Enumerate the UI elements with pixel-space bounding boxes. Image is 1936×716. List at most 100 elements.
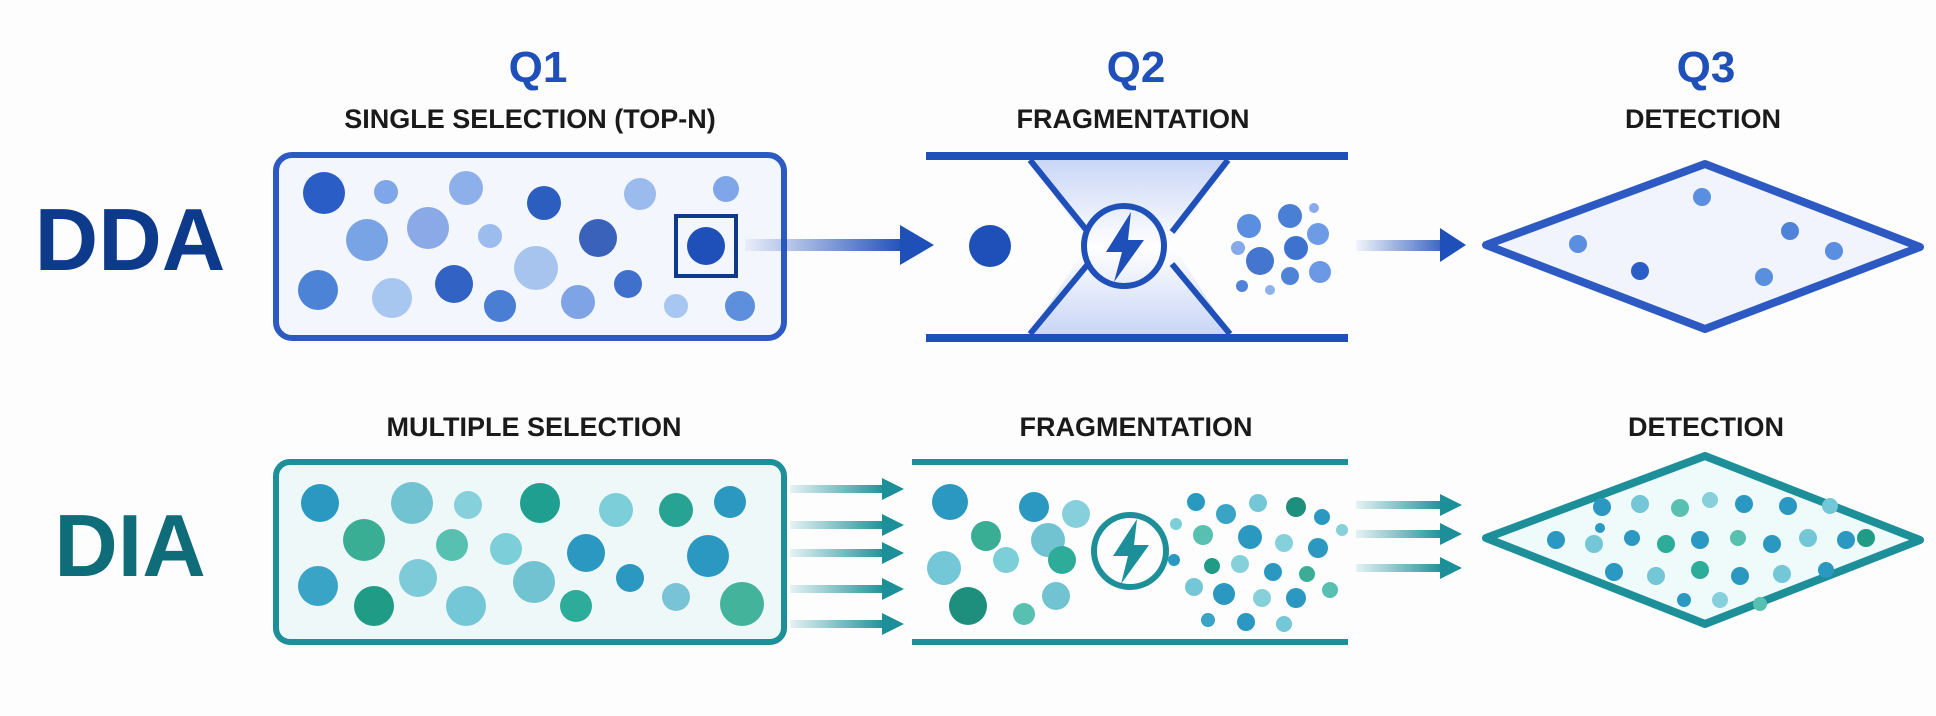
fragment-dot [1187,493,1205,511]
dia-arrow-shaft [1356,501,1444,509]
ion-dot [513,561,555,603]
fragment-dot [1281,267,1299,285]
ion-dot [714,486,746,518]
lightning-bolt-icon [1081,203,1167,289]
fragment-dot [1307,223,1329,245]
ion-dot [301,484,339,522]
dia-detection-title: DETECTION [1628,412,1784,442]
fragment-dot [949,587,987,625]
detected-dot [1799,529,1817,547]
fragment-dot [1322,582,1338,598]
fragment-dot [1286,588,1306,608]
fragment-dot [932,484,968,520]
fragment-dot [1013,603,1035,625]
fragment-dot [1237,613,1255,631]
dia-selection-title: MULTIPLE SELECTION [387,412,682,442]
dda-ion-dots [298,171,755,322]
fragment-dot [1264,563,1282,581]
dia-ion-dots [298,482,764,626]
fragment-dot [1246,247,1274,275]
ion-dot [664,294,688,318]
dia-arrow-shaft [790,485,886,493]
dda-fragmentation-cell [926,152,1348,342]
detected-dot [1605,563,1623,581]
detected-dot [1822,498,1838,514]
dia-detected-dots [1547,492,1875,611]
ion-dot [346,219,388,261]
fragment-dot [1236,280,1248,292]
ion-dot [298,270,338,310]
dia-fragment-dots [927,484,1348,632]
ion-dot [713,176,739,202]
fragment-dot [1193,525,1213,545]
dda-arrow-q1-q2 [745,225,934,265]
dia-arrow-head [1440,557,1462,579]
ion-dot [614,270,642,298]
lightning-bolt-icon [1091,512,1169,590]
ion-dot [616,564,644,592]
dia-arrow-head [882,578,904,600]
ion-dot [514,246,558,290]
dda-detection-diamond [1482,160,1924,333]
detected-dot [1781,222,1799,240]
dia-selection-box [273,459,787,645]
detected-dot [1631,495,1649,513]
fragment-dot [1308,538,1328,558]
ion-dot [659,493,693,527]
ion-dot [391,482,433,524]
detected-dot [1731,567,1749,585]
stage-label-q3: Q3 [1677,43,1736,92]
dia-arrow-shaft [790,521,886,529]
dia-arrows-q1-q2 [790,478,904,635]
detected-dot [1763,535,1781,553]
dda-fragment-dots [1231,203,1331,295]
detected-dot [1595,523,1605,533]
fragment-dot [1168,554,1180,566]
dia-arrow-shaft [1356,530,1444,538]
ion-dot [449,171,483,205]
dia-arrow-shaft [790,620,886,628]
dda-fragmentation-title: FRAGMENTATION [1017,104,1250,134]
dia-arrow-shaft [790,585,886,593]
fragment-dot [1249,494,1267,512]
fragment-dot [1238,525,1262,549]
ion-dot [399,559,437,597]
dda-selected-ion [674,214,738,278]
ion-dot [579,219,617,257]
detected-dot [1753,597,1767,611]
fragment-dot [971,521,1001,551]
fragment-dot [1201,613,1215,627]
dia-arrow-shaft [790,549,886,557]
ion-dot [687,535,729,577]
dda-arrow-q2-q3 [1356,228,1466,262]
fragment-dot [1265,285,1275,295]
ion-dot [407,207,449,249]
ion-dot [372,278,412,318]
detected-dot [1712,592,1728,608]
ion-dot [624,178,656,210]
detected-dot [1657,535,1675,553]
fragment-dot [1231,555,1249,573]
ion-dot [478,224,502,248]
detected-dot [1647,567,1665,585]
detected-dot [1818,562,1834,578]
ion-dot [561,285,595,319]
dda-detection-title: DETECTION [1625,104,1781,134]
ion-dot [725,291,755,321]
ion-dot [490,533,522,565]
fragment-dot [1299,566,1315,582]
dia-row-label: DIA [54,496,206,595]
ion-dot [599,493,633,527]
detected-dot [1677,593,1691,607]
dia-detection-diamond [1482,452,1924,628]
fragment-dot [1170,518,1182,530]
dia-fragmentation-cell [912,459,1348,645]
ion-dot [560,590,592,622]
detected-dot [1773,565,1791,583]
ion-dot [662,583,690,611]
dda-selection-box [273,152,787,341]
detected-dot [1825,242,1843,260]
stage-label-q2: Q2 [1107,43,1166,92]
detected-dot [1857,529,1875,547]
